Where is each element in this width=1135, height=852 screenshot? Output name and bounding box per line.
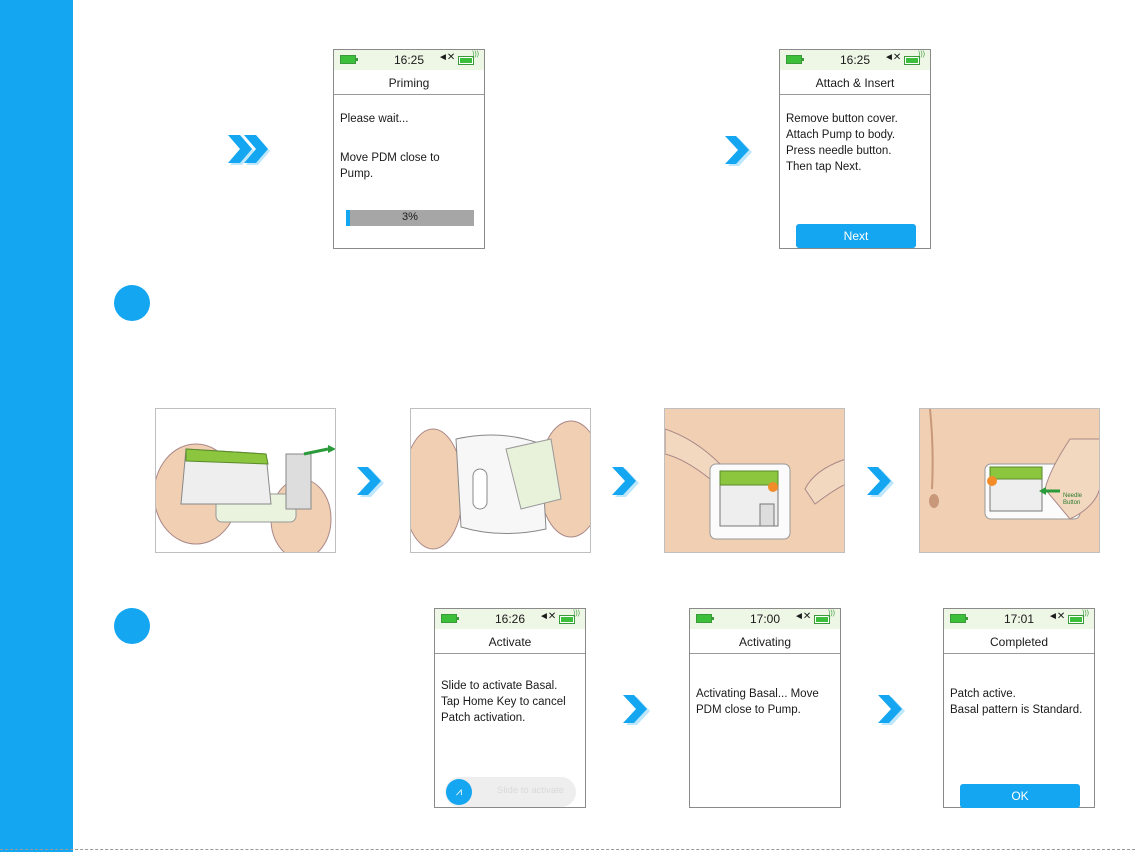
body-line: Basal pattern is Standard. — [950, 704, 1083, 716]
chevron-right-icon — [867, 467, 894, 497]
illustration-peel-backing — [410, 408, 591, 553]
status-bar: 17:01 ◄✕ ))) — [944, 609, 1094, 629]
divider — [780, 94, 930, 95]
pdm-screen-activate: 16:26 ◄✕ ))) Activate Slide to activate … — [434, 608, 586, 808]
pump-battery-icon: ))) — [1068, 610, 1089, 624]
clock-time: 16:25 — [393, 53, 425, 67]
pump-battery-icon: ))) — [814, 610, 835, 624]
illustration-attach-pump — [664, 408, 845, 553]
screen-title: Activate — [488, 635, 532, 649]
battery-icon — [950, 614, 968, 623]
clock-time: 17:01 — [1003, 612, 1035, 626]
body-line: Patch activation. — [441, 712, 526, 724]
step-marker — [114, 608, 150, 644]
clock-time: 17:00 — [749, 612, 781, 626]
pdm-screen-activating: 17:00 ◄✕ ))) Activating Activating Basal… — [689, 608, 841, 808]
screen-title: Activating — [738, 635, 792, 649]
illustration-press-needle-button: Needle Button — [919, 408, 1100, 553]
needle-button-label: Needle — [1063, 493, 1083, 499]
status-bar: 16:26 ◄✕ ))) — [435, 609, 585, 629]
clock-time: 16:25 — [839, 53, 871, 67]
basal-chart-icon[interactable]: ⩘ — [446, 779, 472, 805]
step-marker — [114, 285, 150, 321]
body-line: Attach Pump to body. — [786, 129, 896, 141]
mute-icon: ◄✕ — [1048, 611, 1065, 622]
pump-battery-icon: ))) — [559, 610, 580, 624]
slider-label: Slide to activate — [497, 785, 565, 796]
chevron-right-icon — [612, 467, 639, 497]
battery-icon — [340, 55, 358, 64]
pdm-screen-completed: 17:01 ◄✕ ))) Completed Patch active. Bas… — [943, 608, 1095, 808]
body-line: Activating Basal... Move — [696, 688, 819, 700]
needle-button-label: Button — [1063, 500, 1080, 506]
sidebar-band — [0, 0, 73, 852]
illustration-remove-cover — [155, 408, 336, 553]
body-line: Slide to activate Basal. — [441, 680, 558, 692]
body-line: Please wait... — [340, 113, 409, 125]
status-bar: 16:25 ◄✕ ))) — [780, 50, 930, 70]
chevron-right-icon — [623, 695, 650, 725]
priming-progress-bar: 3% — [346, 210, 474, 226]
pdm-screen-attach: 16:25 ◄✕ ))) Attach & Insert Remove butt… — [779, 49, 931, 249]
pump-battery-icon: ))) — [904, 51, 925, 65]
clock-time: 16:26 — [494, 612, 526, 626]
progress-fill — [346, 210, 350, 226]
screen-title: Completed — [989, 635, 1049, 649]
pdm-screen-priming: 16:25 ◄✕ ))) Priming Please wait... Move… — [333, 49, 485, 249]
double-chevron-right-icon — [228, 135, 270, 165]
mute-icon: ◄✕ — [438, 52, 455, 63]
mute-icon: ◄✕ — [539, 611, 556, 622]
pump-battery-icon: ))) — [458, 51, 479, 65]
battery-icon — [441, 614, 459, 623]
slide-to-activate-slider[interactable]: ⩘ Slide to activate — [445, 777, 576, 807]
battery-icon — [786, 55, 804, 64]
chevron-right-icon — [878, 695, 905, 725]
status-bar: 16:25 ◄✕ ))) — [334, 50, 484, 70]
divider — [334, 94, 484, 95]
body-line: Pump. — [340, 168, 374, 180]
chevron-right-icon — [725, 136, 752, 166]
mute-icon: ◄✕ — [794, 611, 811, 622]
next-button[interactable]: Next — [796, 224, 916, 248]
screen-title: Attach & Insert — [815, 76, 895, 90]
body-line: Then tap Next. — [786, 161, 862, 173]
body-line: PDM close to Pump. — [696, 704, 801, 716]
mute-icon: ◄✕ — [884, 52, 901, 63]
body-line: Remove button cover. — [786, 113, 898, 125]
battery-icon — [696, 614, 714, 623]
progress-label: 3% — [402, 211, 418, 223]
chevron-right-icon — [357, 467, 384, 497]
divider — [944, 653, 1094, 654]
screen-title: Priming — [388, 76, 430, 90]
body-line: Press needle button. — [786, 145, 892, 157]
page-bottom-rule — [0, 849, 1135, 850]
divider — [690, 653, 840, 654]
body-line: Patch active. — [950, 688, 1016, 700]
status-bar: 17:00 ◄✕ ))) — [690, 609, 840, 629]
ok-button[interactable]: OK — [960, 784, 1080, 808]
body-line: Tap Home Key to cancel — [441, 696, 566, 708]
divider — [435, 653, 585, 654]
body-line: Move PDM close to — [340, 152, 440, 164]
